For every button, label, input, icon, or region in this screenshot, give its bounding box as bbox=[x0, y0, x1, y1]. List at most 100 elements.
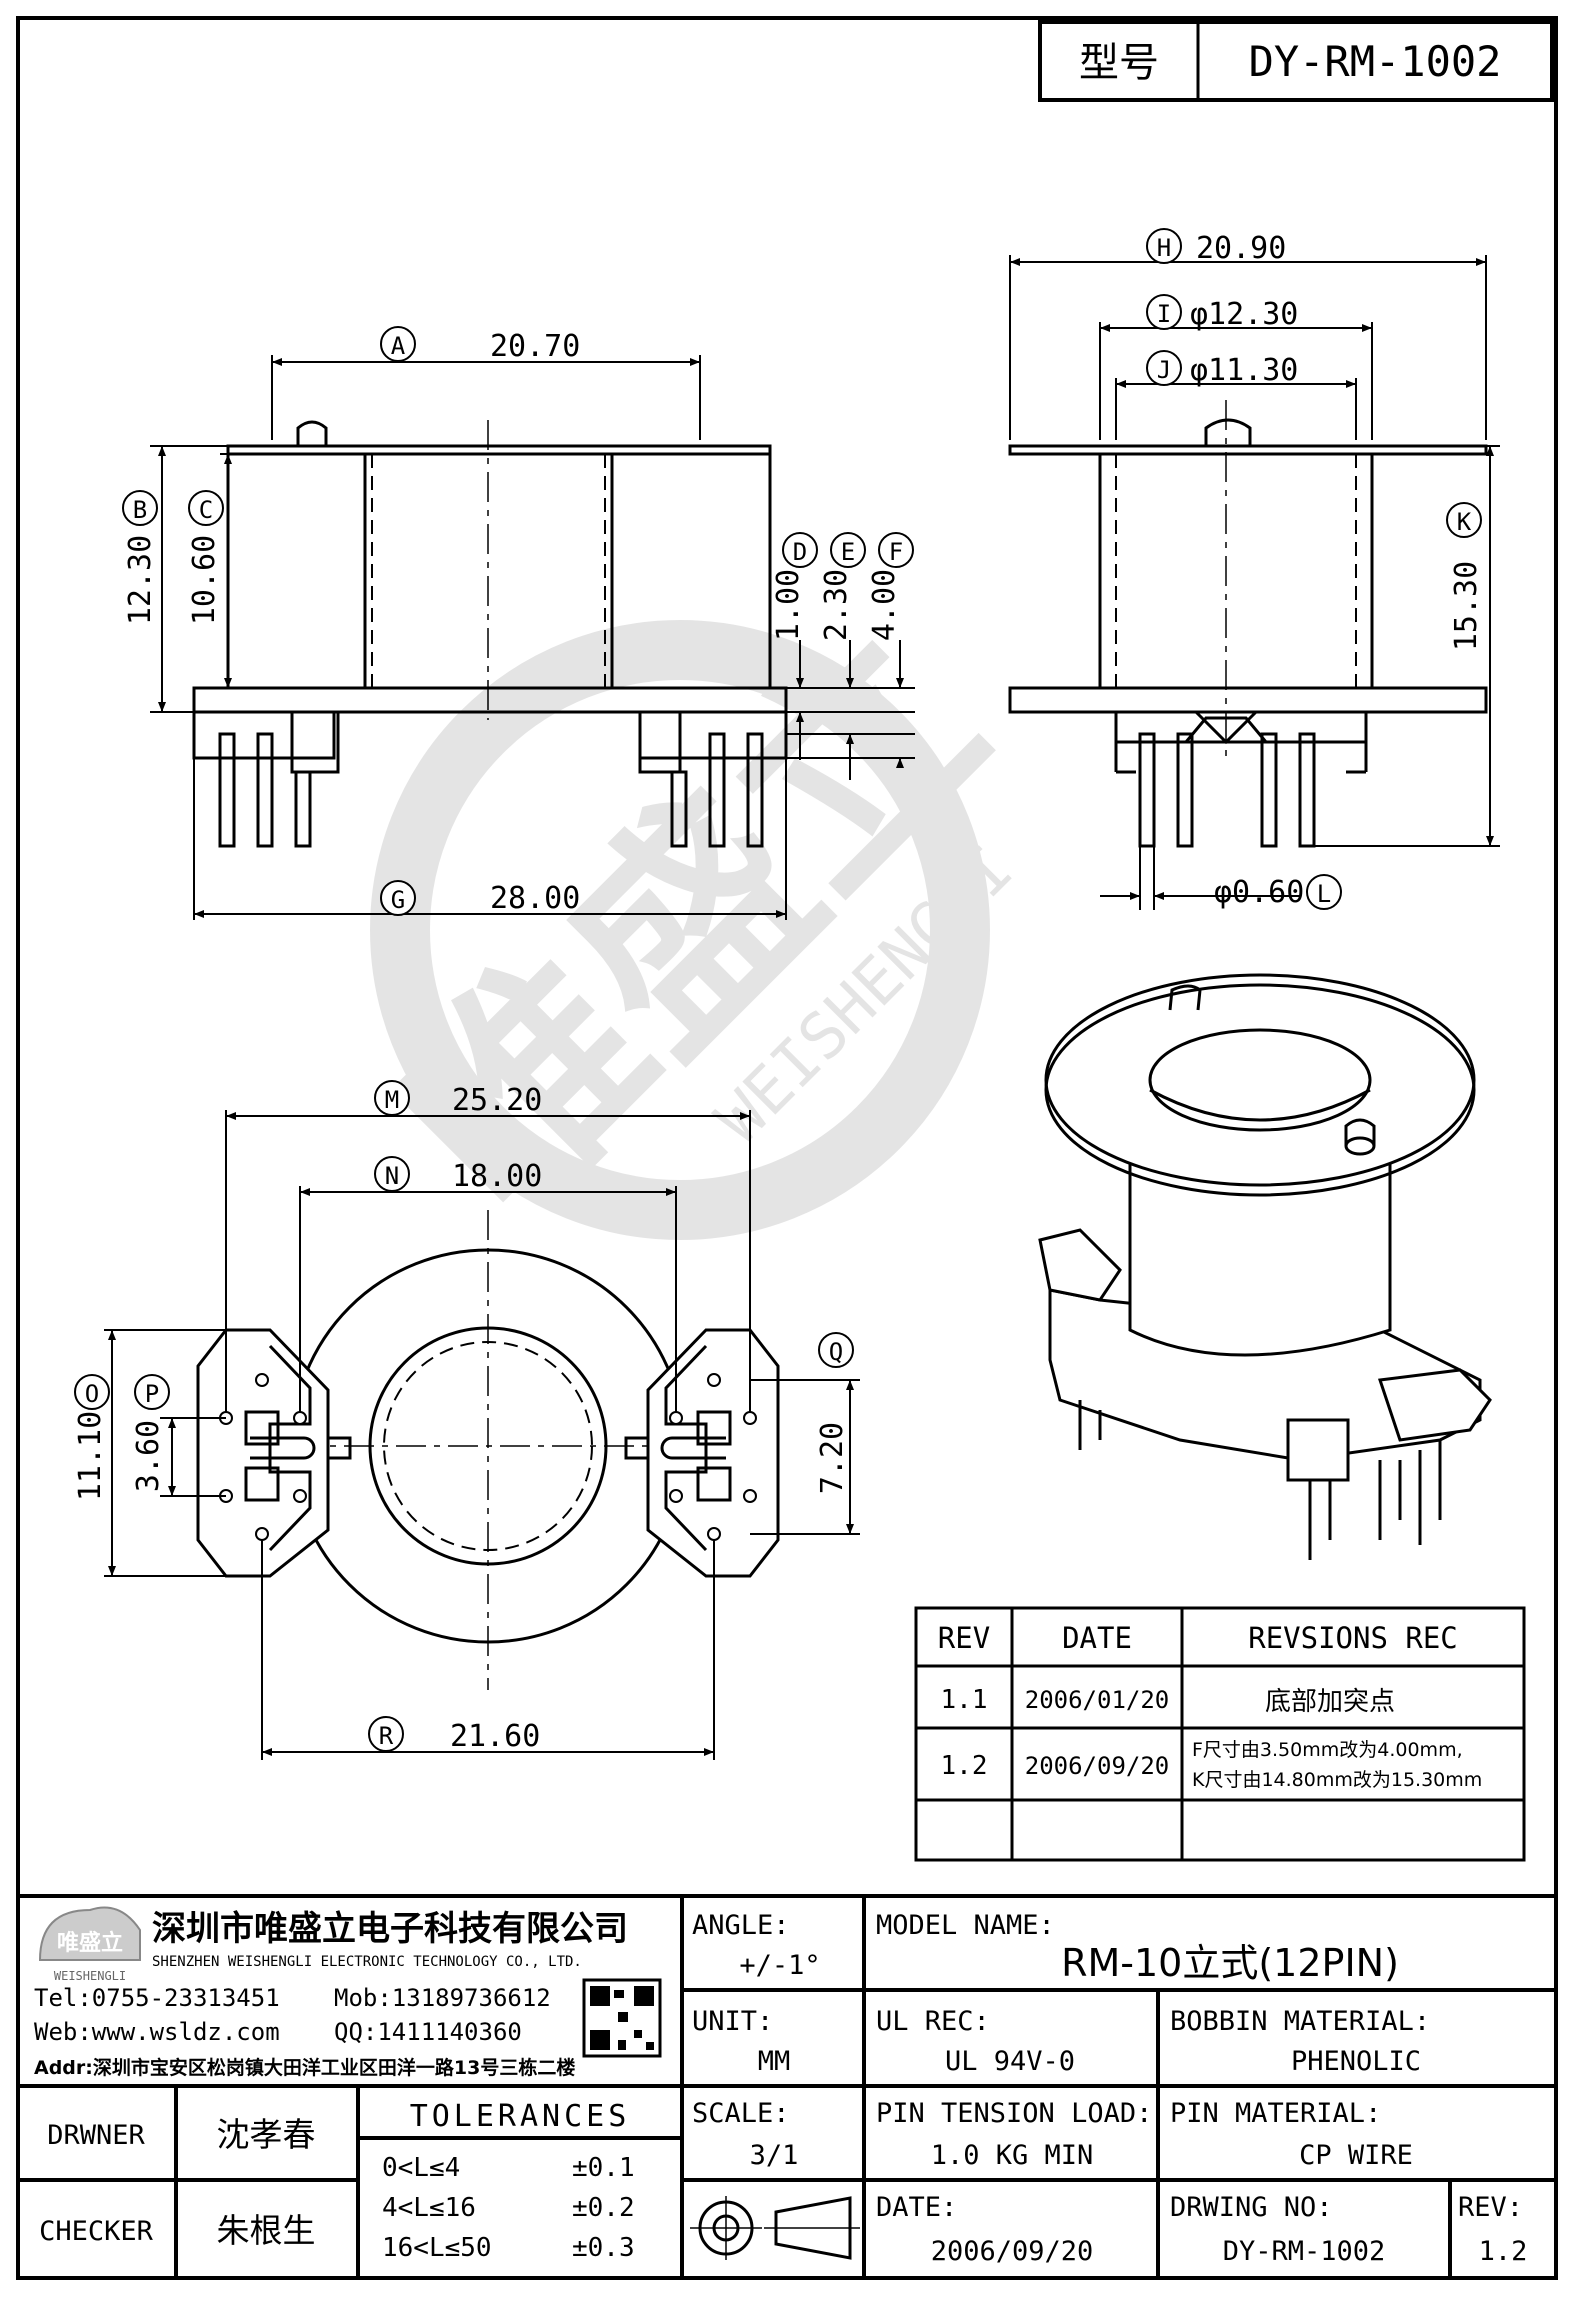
balloon-F bbox=[878, 532, 914, 568]
balloon-A-letter: A bbox=[391, 332, 406, 360]
balloon-F-letter: F bbox=[889, 538, 903, 566]
company-logo: 唯盛立 WEISHENGLI bbox=[38, 1906, 141, 1983]
balloon-B bbox=[122, 490, 158, 526]
tolerances-label: TOLERANCES bbox=[410, 2099, 631, 2134]
rev-row-1-rev: 1.1 bbox=[941, 1685, 988, 1715]
bottom-view-dims bbox=[104, 1110, 860, 1760]
balloon-G-letter: G bbox=[391, 886, 405, 914]
balloon-P-letter: P bbox=[145, 1380, 159, 1408]
watermark-ring bbox=[370, 620, 990, 1240]
pin-tension-label: PIN TENSION LOAD: bbox=[876, 2098, 1152, 2129]
tol-range-3: 16<L≤50 bbox=[382, 2233, 492, 2263]
balloon-N-letter: N bbox=[385, 1162, 399, 1190]
ul-label: UL REC: bbox=[876, 2006, 990, 2037]
company-name-en: SHENZHEN WEISHENGLI ELECTRONIC TECHNOLOG… bbox=[152, 1954, 582, 1970]
date-col-header: DATE bbox=[1062, 1621, 1132, 1655]
balloon-R bbox=[368, 1716, 404, 1752]
rev-row-1-rec: 底部加突点 bbox=[1265, 1687, 1395, 1717]
model-label: 型号 bbox=[1079, 40, 1159, 86]
rec-col-header: REVSIONS REC bbox=[1248, 1621, 1458, 1655]
date-value: 2006/09/20 bbox=[931, 2236, 1094, 2267]
dim-A: 20.70 bbox=[490, 329, 580, 364]
dim-D: 1.00 bbox=[771, 569, 806, 641]
isometric-view bbox=[1038, 973, 1492, 1560]
balloon-Q-letter: Q bbox=[829, 1338, 843, 1366]
rev-value: 1.2 bbox=[1479, 2236, 1528, 2267]
company-tel: Tel:0755-23313451 bbox=[34, 1984, 280, 2012]
balloon-O bbox=[74, 1374, 110, 1410]
balloon-E bbox=[830, 532, 866, 568]
qr-code bbox=[582, 1978, 662, 2058]
dim-N: 18.00 bbox=[452, 1159, 542, 1194]
drwing-no-value: DY-RM-1002 bbox=[1223, 2236, 1386, 2267]
header-box: 型号 DY-RM-1002 bbox=[1038, 20, 1554, 102]
tol-value-3: ±0.3 bbox=[572, 2233, 635, 2263]
checker-value: 朱根生 bbox=[217, 2211, 316, 2250]
date-label: DATE: bbox=[876, 2192, 957, 2223]
company-qq: QQ:1411140360 bbox=[334, 2018, 522, 2046]
balloon-N bbox=[374, 1156, 410, 1192]
rev-label: REV: bbox=[1458, 2192, 1523, 2223]
drawer-value: 沈孝春 bbox=[217, 2115, 316, 2154]
dim-M: 25.20 bbox=[452, 1083, 542, 1118]
dim-K: 15.30 bbox=[1449, 561, 1484, 651]
balloon-C-letter: C bbox=[199, 496, 213, 524]
dim-F: 4.00 bbox=[867, 569, 902, 641]
dim-J: φ11.30 bbox=[1190, 353, 1298, 388]
model-name-value: RM-10立式(12PIN) bbox=[1061, 1941, 1399, 1985]
pin-material-label: PIN MATERIAL: bbox=[1170, 2098, 1381, 2129]
unit-value: MM bbox=[758, 2046, 791, 2077]
dim-P: 3.60 bbox=[131, 1420, 166, 1492]
balloon-L bbox=[1306, 874, 1342, 910]
dim-G: 28.00 bbox=[490, 881, 580, 916]
dim-L: φ0.60 bbox=[1214, 875, 1304, 910]
rev-col-header: REV bbox=[938, 1621, 990, 1655]
company-logo-text: 唯盛立 bbox=[57, 1930, 123, 1956]
dim-E: 2.30 bbox=[819, 569, 854, 641]
balloon-D bbox=[782, 532, 818, 568]
ul-value: UL 94V-0 bbox=[945, 2046, 1075, 2077]
front-view-dim-labels: A 20.70 B 12.30 C 10.60 D 1.00 E 2.30 F … bbox=[122, 326, 914, 916]
balloon-J-letter: J bbox=[1157, 356, 1171, 384]
company-name-cn: 深圳市唯盛立电子科技有限公司 bbox=[152, 1909, 628, 1949]
model-value: DY-RM-1002 bbox=[1249, 37, 1502, 86]
balloon-A bbox=[380, 326, 416, 362]
side-view-dims bbox=[1009, 255, 1500, 910]
balloon-L-letter: L bbox=[1317, 880, 1331, 908]
bobbin-material-label: BOBBIN MATERIAL: bbox=[1170, 2006, 1430, 2037]
unit-label: UNIT: bbox=[692, 2006, 773, 2037]
balloon-P bbox=[134, 1374, 170, 1410]
balloon-G bbox=[380, 880, 416, 916]
projection-symbol bbox=[690, 2196, 860, 2260]
balloon-K bbox=[1446, 502, 1482, 538]
scale-label: SCALE: bbox=[692, 2098, 790, 2129]
balloon-I bbox=[1146, 294, 1182, 330]
dim-H: 20.90 bbox=[1196, 231, 1286, 266]
drawer-label: DRWNER bbox=[47, 2120, 145, 2151]
rev-row-1-date: 2006/01/20 bbox=[1025, 1686, 1170, 1714]
pin-tension-value: 1.0 KG MIN bbox=[931, 2140, 1094, 2171]
company-mob: Mob:13189736612 bbox=[334, 1984, 551, 2012]
balloon-E-letter: E bbox=[841, 538, 855, 566]
balloon-H-letter: H bbox=[1157, 234, 1171, 262]
tol-range-2: 4<L≤16 bbox=[382, 2193, 476, 2223]
balloon-R-letter: R bbox=[379, 1722, 394, 1750]
dim-B: 12.30 bbox=[123, 535, 158, 625]
company-logo-sub: WEISHENGLI bbox=[54, 1969, 126, 1983]
tol-value-2: ±0.2 bbox=[572, 2193, 635, 2223]
revision-table: REV DATE REVSIONS REC 1.1 2006/01/20 底部加… bbox=[914, 1606, 1526, 1862]
pin-material-value: CP WIRE bbox=[1299, 2140, 1413, 2171]
tol-range-1: 0<L≤4 bbox=[382, 2153, 460, 2183]
scale-value: 3/1 bbox=[750, 2140, 799, 2171]
balloon-J bbox=[1146, 350, 1182, 386]
dim-C: 10.60 bbox=[187, 535, 222, 625]
balloon-M bbox=[374, 1080, 410, 1116]
rev-row-2-date: 2006/09/20 bbox=[1025, 1752, 1170, 1780]
bottom-view bbox=[196, 1210, 780, 1690]
model-name-label: MODEL NAME: bbox=[876, 1910, 1055, 1941]
balloon-I-letter: I bbox=[1157, 300, 1171, 328]
balloon-Q bbox=[818, 1332, 854, 1368]
dim-Q: 7.20 bbox=[815, 1422, 850, 1494]
bottom-view-dim-labels: M 25.20 N 18.00 O 11.10 P 3.60 Q 7.20 R … bbox=[73, 1080, 854, 1754]
side-view-dim-labels: H 20.90 I φ12.30 J φ11.30 K 15.30 φ0.60 … bbox=[1146, 228, 1484, 910]
